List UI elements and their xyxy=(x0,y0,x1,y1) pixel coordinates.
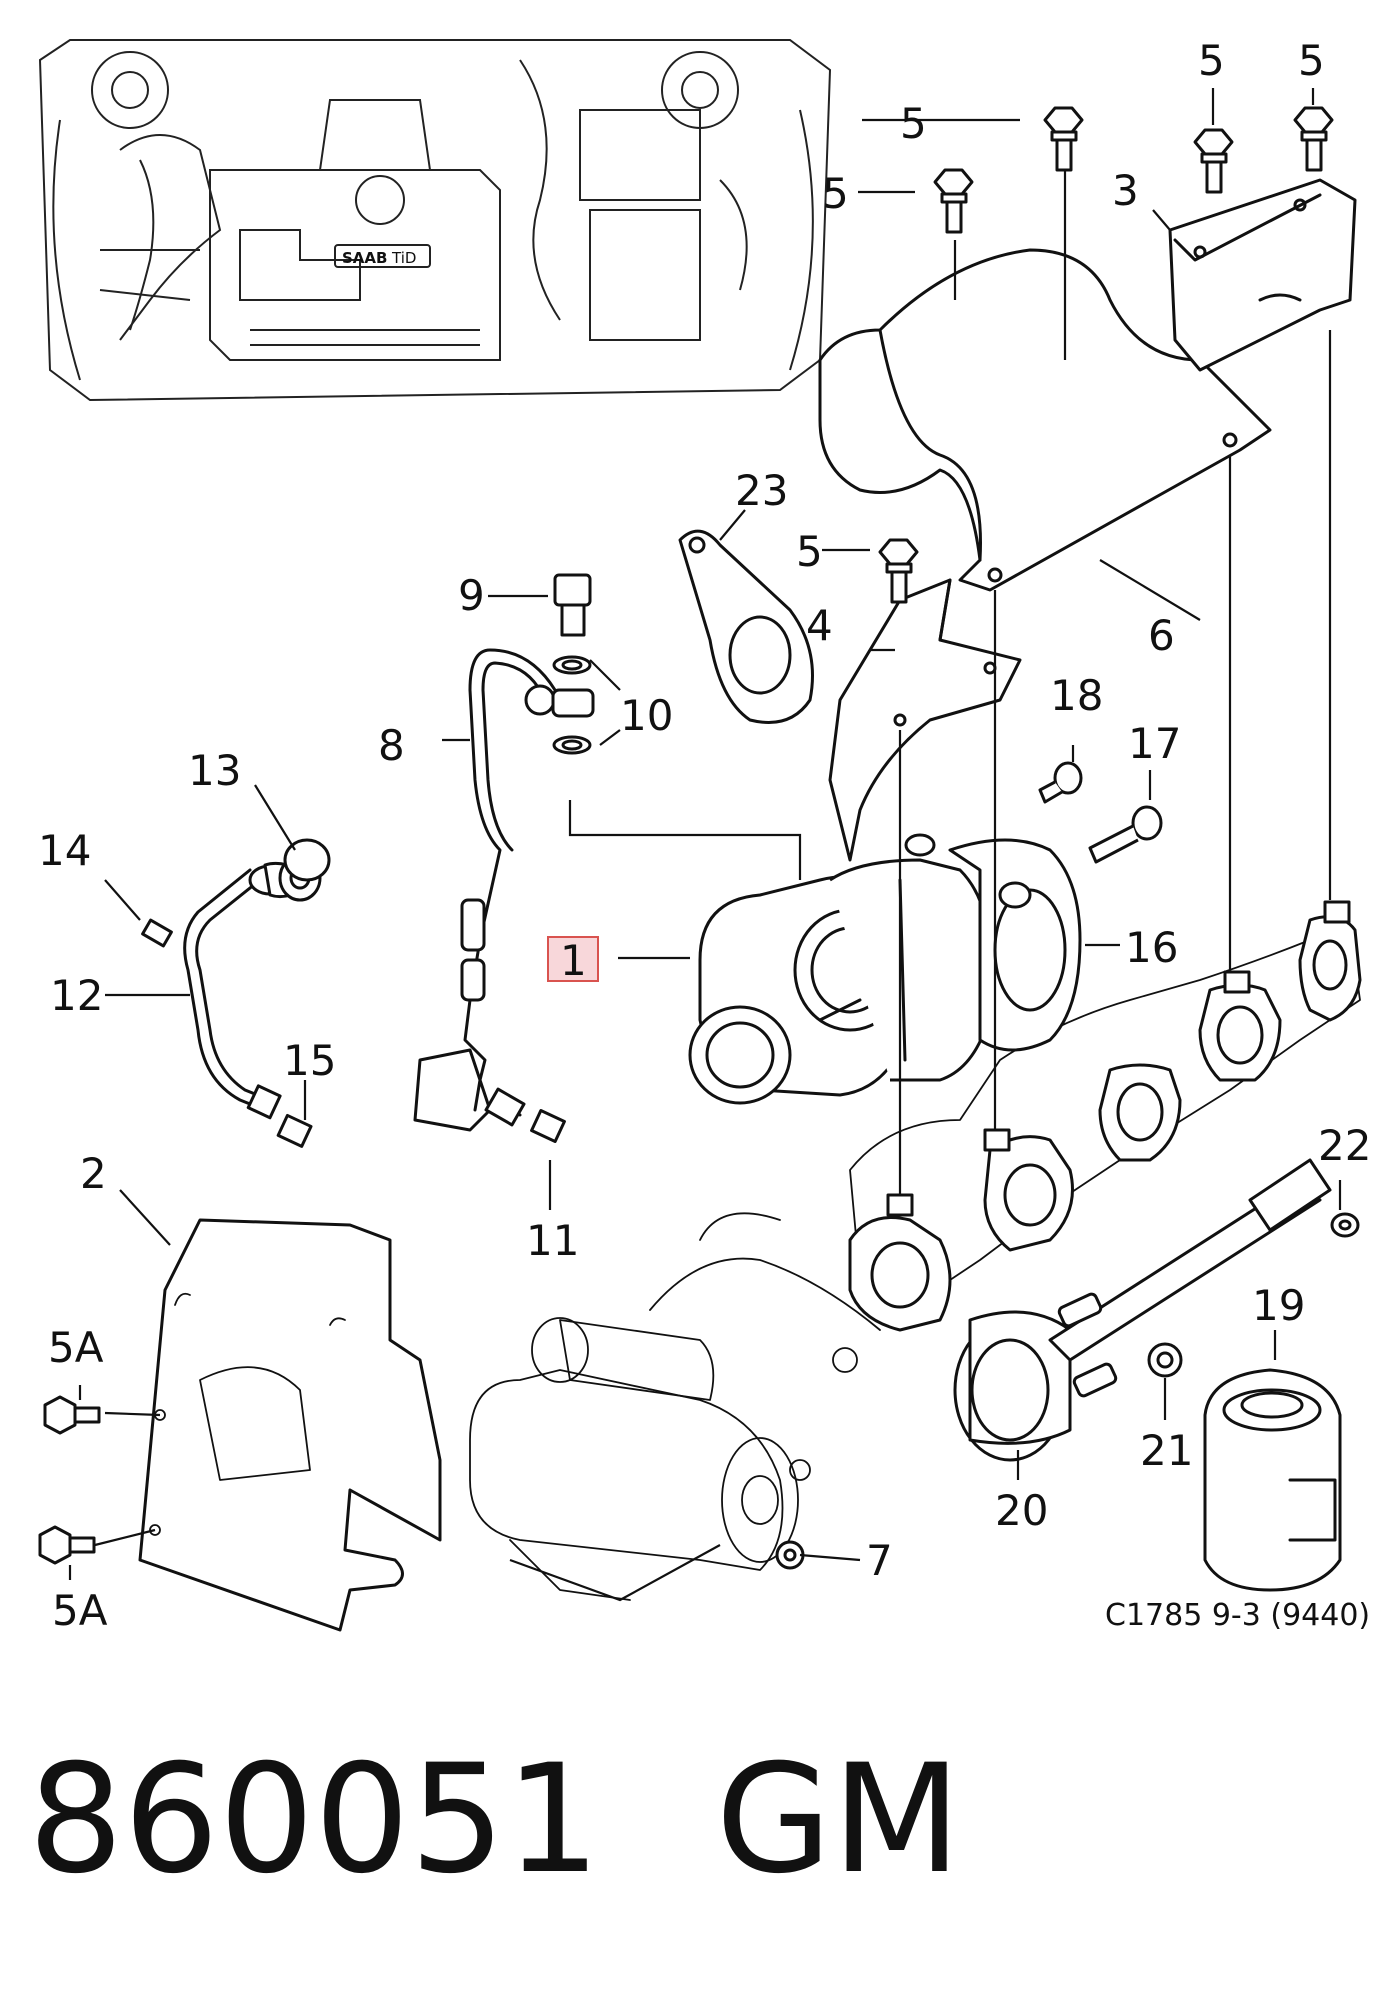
callout-16: 16 xyxy=(1125,923,1178,972)
callout-1: 1 xyxy=(560,936,587,985)
bolt-5-d xyxy=(1293,106,1334,172)
oil-filter xyxy=(1203,1368,1342,1592)
heat-shield-4 xyxy=(828,578,1022,862)
bolt-5A-top xyxy=(43,1395,101,1435)
turbocharger xyxy=(688,833,1082,1105)
bolt-5-a xyxy=(1043,106,1084,172)
nut-7 xyxy=(775,1540,805,1570)
callout-5e: 5 xyxy=(796,527,823,576)
leader-lines xyxy=(68,88,1342,1602)
part-number: 860051 xyxy=(28,1733,601,1907)
gasket-23 xyxy=(678,529,814,724)
engine-badge-brand: SAAB xyxy=(342,249,387,267)
callout-20: 20 xyxy=(995,1486,1048,1535)
callout-3: 3 xyxy=(1112,166,1139,215)
callout-22: 22 xyxy=(1318,1121,1371,1170)
callout-4: 4 xyxy=(806,601,833,650)
vacuum-actuator xyxy=(953,1158,1360,1462)
callout-5d: 5 xyxy=(1298,36,1325,85)
callout-18: 18 xyxy=(1050,671,1103,720)
bracket-3 xyxy=(1168,178,1357,372)
callout-5A-bottom: 5A xyxy=(52,1586,108,1635)
callout-labels: 1 2 3 4 5 5 5 5 5 5A 5A 6 7 8 9 10 11 12… xyxy=(38,36,1371,1635)
bolt-18 xyxy=(1038,761,1083,804)
engine-badge-model: TiD xyxy=(391,249,416,267)
callout-12: 12 xyxy=(50,971,103,1020)
oil-feed-line-8 xyxy=(413,648,557,1132)
small-fasteners xyxy=(38,761,1163,1570)
heat-shield xyxy=(818,248,1272,592)
callout-19: 19 xyxy=(1252,1281,1305,1330)
bolt-5-e xyxy=(878,538,919,604)
callout-5A-top: 5A xyxy=(48,1323,104,1372)
exploded-parts-diagram: SAAB TiD xyxy=(38,36,1371,1635)
callout-21: 21 xyxy=(1140,1426,1193,1475)
callout-17: 17 xyxy=(1128,719,1181,768)
callout-2: 2 xyxy=(80,1149,107,1198)
shield-2 xyxy=(138,1218,442,1632)
callout-8: 8 xyxy=(378,721,405,770)
banjo-bolt-and-washers xyxy=(551,573,595,755)
diagram-reference: C1785 9-3 (9440) xyxy=(1105,1598,1370,1633)
bolt-5A-bottom xyxy=(38,1525,96,1565)
callout-14: 14 xyxy=(38,826,91,875)
callout-5b: 5 xyxy=(822,169,849,218)
callout-11: 11 xyxy=(526,1216,579,1265)
exhaust-manifold xyxy=(848,900,1362,1332)
callout-23: 23 xyxy=(735,466,788,515)
callout-5c: 5 xyxy=(1198,36,1225,85)
callout-13: 13 xyxy=(188,746,241,795)
engine-bay-overview: SAAB TiD xyxy=(38,39,832,402)
bolt-5-b xyxy=(933,168,974,234)
callout-9: 9 xyxy=(458,571,485,620)
callout-7: 7 xyxy=(866,1536,893,1585)
callout-15: 15 xyxy=(283,1036,336,1085)
brand-name: GM xyxy=(715,1733,962,1907)
callout-6: 6 xyxy=(1148,611,1175,660)
oil-return-line-12 xyxy=(141,838,566,1148)
bolt-5-c xyxy=(1193,128,1234,194)
bolt-17 xyxy=(1088,805,1163,864)
callout-10: 10 xyxy=(620,691,673,740)
starter-motor xyxy=(469,1212,881,1601)
callout-5a: 5 xyxy=(900,99,927,148)
callout-1-highlight xyxy=(547,936,599,982)
